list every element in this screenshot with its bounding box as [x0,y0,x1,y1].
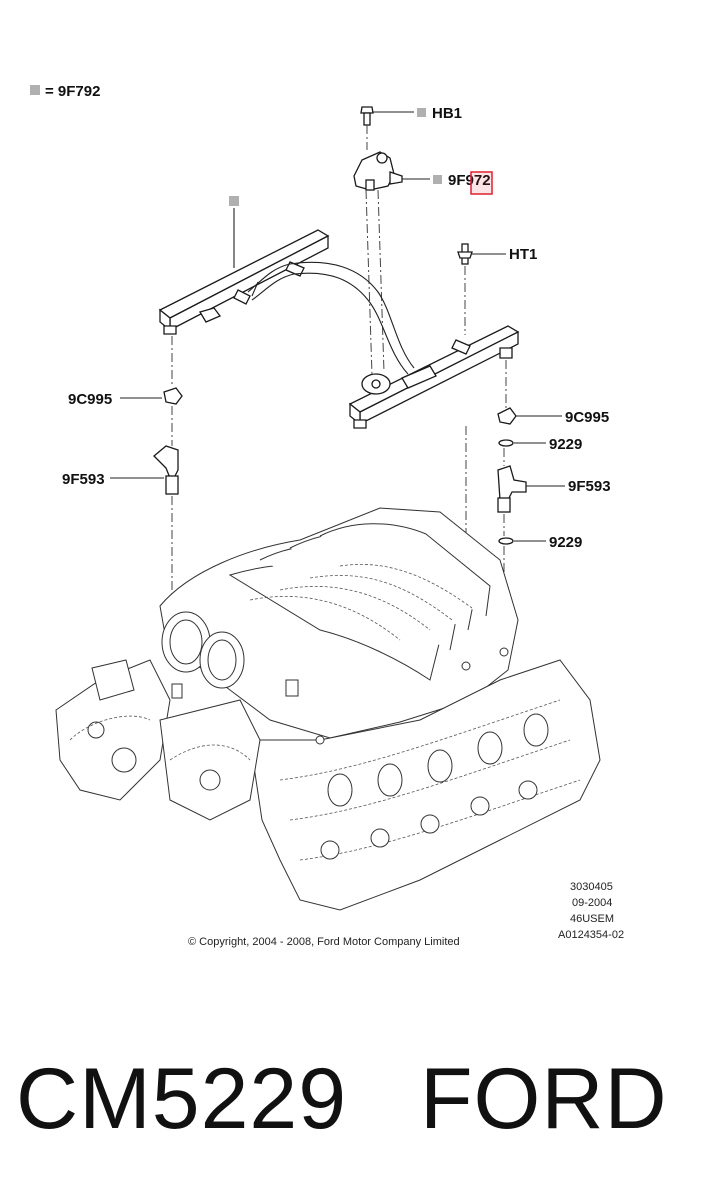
injector-right: 9F593 [497,448,611,536]
callout-oring-upper[interactable]: 9229 [549,436,582,453]
engine-intake-manifold [55,507,601,911]
legend-swatch [30,85,40,95]
info-code: 3030405 [570,881,613,893]
callout-injector-right[interactable]: 9F593 [568,478,611,495]
bolt-hb1: HB1 [360,105,462,150]
info-engine: 46USEM [570,913,614,925]
highlight-box [470,171,493,195]
left-rail-callout [229,196,239,268]
callout-marker-hb1 [417,108,426,117]
clip-left: 9C995 [68,336,183,408]
callout-clip-left[interactable]: 9C995 [68,391,112,408]
brand-name: FORD [420,1051,668,1147]
injector-left: 9F593 [62,406,179,600]
info-ref: A0124354-02 [558,929,624,941]
callout-hb1[interactable]: HB1 [432,105,462,122]
callout-ht1[interactable]: HT1 [509,246,537,263]
fuel-pressure-sensor: 9F972 [353,151,493,195]
callout-clip-right[interactable]: 9C995 [565,409,609,426]
info-date: 09-2004 [572,897,612,909]
legend: = 9F792 [30,83,100,100]
copyright: © Copyright, 2004 - 2008, Ford Motor Com… [188,936,460,948]
fuel-rail-left [158,229,330,335]
parts-diagram: = 9F792 HB1 9F972 [30,83,624,948]
clip-right: 9C995 [497,360,609,426]
callout-marker-rail [229,196,239,206]
part-number: CM5229 [16,1051,348,1147]
drawing-info: 3030405 09-2004 46USEM A0124354-02 [558,881,624,941]
callout-marker-sensor [433,175,442,184]
crossover-tube [247,261,415,375]
callout-injector-left[interactable]: 9F593 [62,471,105,488]
callout-oring-lower[interactable]: 9229 [549,534,582,551]
callout-sensor[interactable]: 9F972 [448,172,491,189]
legend-text: = 9F792 [45,83,100,100]
footer: CM5229 FORD [0,1040,708,1170]
stud-ht1: HT1 [457,243,537,335]
fuel-rail-right [348,325,520,429]
oring-upper: 9229 [498,436,582,453]
